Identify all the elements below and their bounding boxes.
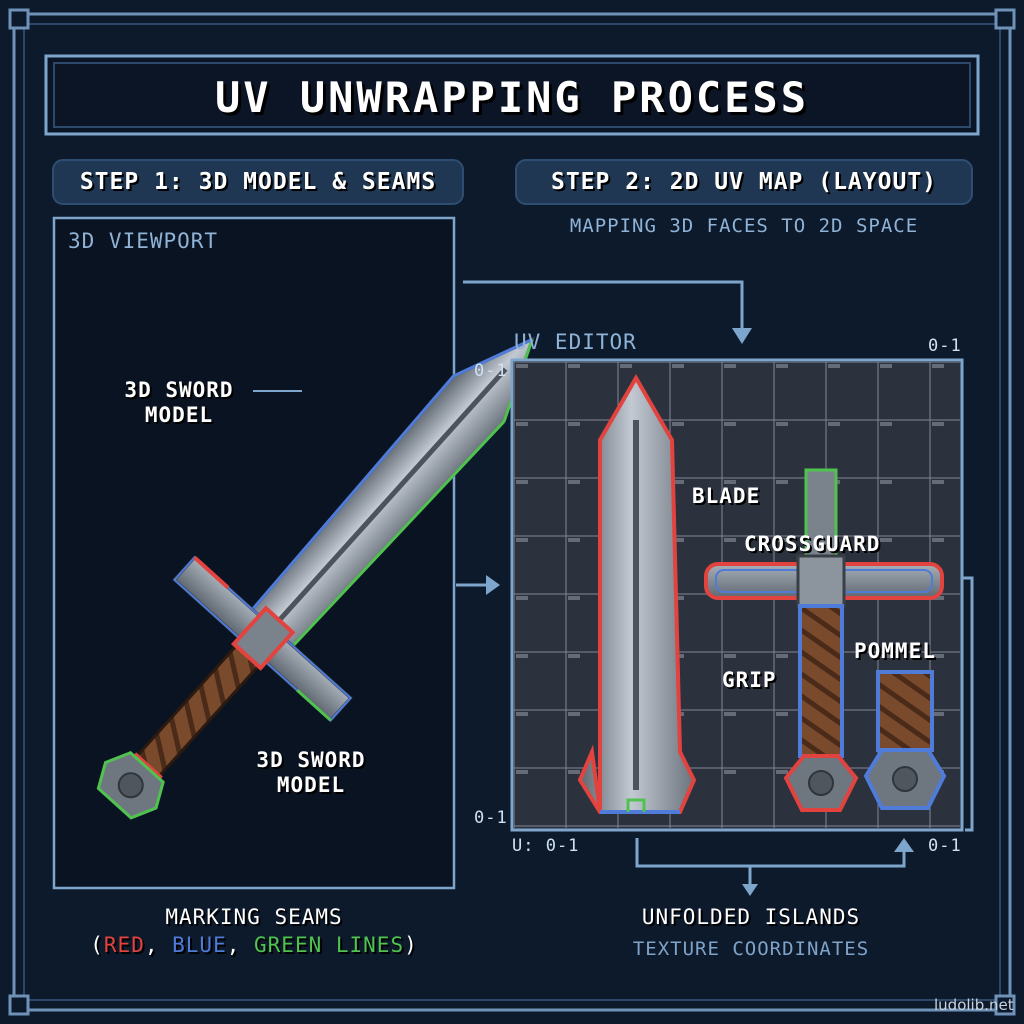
uv-range-top-right: 0-1 [928, 336, 962, 356]
seam-blue-text: BLUE [172, 933, 227, 957]
island-label-crossguard: CROSSGUARD [744, 532, 881, 556]
step2-label: STEP 2: 2D UV MAP (LAYOUT) [550, 169, 938, 195]
step2-caption-sub: TEXTURE COORDINATES [632, 938, 870, 960]
title-banner [44, 54, 980, 136]
pommel-island [863, 670, 947, 810]
step1-pill [52, 159, 464, 205]
island-label-pommel: POMMEL [854, 639, 936, 663]
island-label-grip: GRIP [722, 668, 777, 692]
sword-label-lower: 3D SWORD MODEL [256, 748, 366, 797]
blade-island [577, 374, 697, 814]
step1-label: STEP 1: 3D MODEL & SEAMS [79, 169, 437, 195]
step2-subtitle: MAPPING 3D FACES TO 2D SPACE [569, 215, 919, 237]
u-axis-label: U: 0-1 [512, 836, 580, 856]
outer-frame [8, 8, 1016, 1016]
uv-range-bottom-left: 0-1 [474, 808, 508, 828]
seam-paren-open: ( [90, 933, 104, 957]
seam-colors-caption: (RED, BLUE, GREEN LINES) [54, 933, 454, 957]
connector-arrows [456, 280, 974, 888]
uv-editor-label: UV EDITOR [514, 330, 637, 354]
sword-3d [96, 336, 535, 820]
crossguard-island [704, 468, 944, 608]
step2-pill [515, 159, 973, 205]
grip-island [783, 604, 859, 812]
seam-paren-close: ) [404, 933, 418, 957]
sword-label-upper: 3D SWORD MODEL [124, 378, 234, 427]
uv-range-top-left: 0-1 [474, 361, 508, 381]
viewport-label: 3D VIEWPORT [68, 229, 219, 253]
step2-caption: UNFOLDED ISLANDS [641, 905, 861, 929]
seam-separator-2: , [226, 933, 255, 957]
page-title: UV UNWRAPPING PROCESS [214, 73, 809, 122]
uv-range-bottom-right: 0-1 [928, 836, 962, 856]
watermark: ludolib.net [934, 996, 1014, 1014]
step1-caption: MARKING SEAMS [165, 905, 343, 929]
seam-separator-1: , [144, 933, 173, 957]
seam-red-text: RED [103, 933, 145, 957]
island-label-blade: BLADE [692, 484, 761, 508]
seam-green-text: GREEN LINES [254, 933, 405, 957]
